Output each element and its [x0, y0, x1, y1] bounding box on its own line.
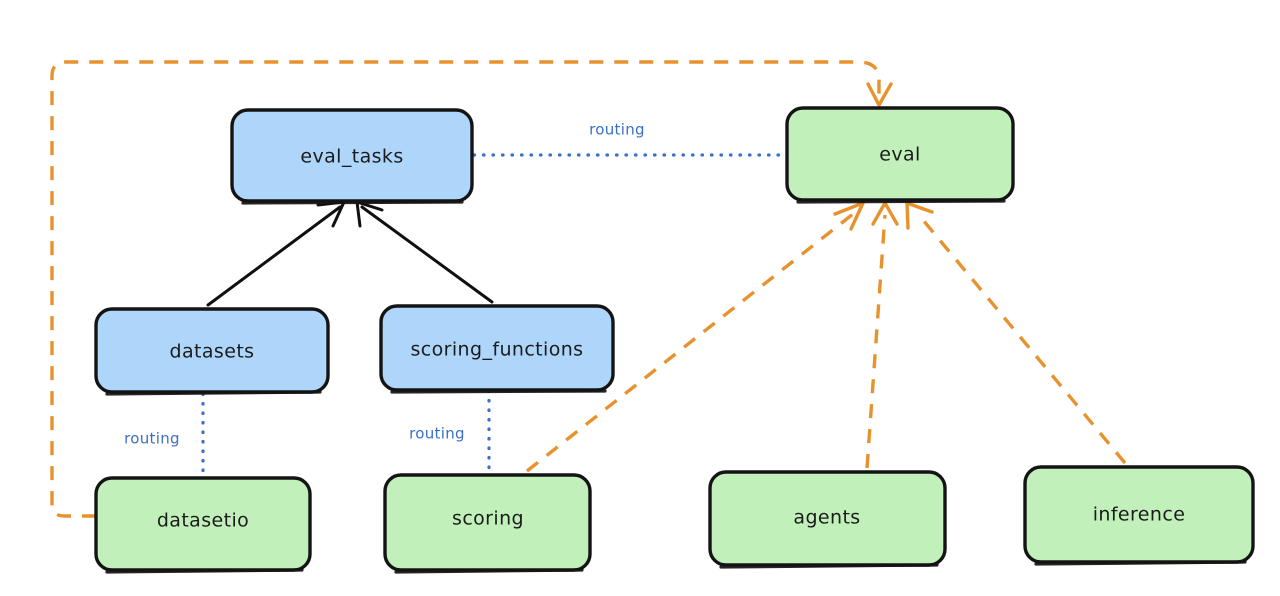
node-eval[interactable]: eval [785, 106, 1015, 204]
node-label-scoring-functions: scoring_functions [411, 339, 584, 361]
node-label-datasetio: datasetio [157, 510, 249, 532]
edge-inference-eval [905, 201, 1127, 465]
edge-scoringfunctions-scoring: routing [409, 389, 491, 476]
node-scoring-functions[interactable]: scoring_functions [379, 304, 615, 394]
node-label-eval-tasks: eval_tasks [300, 146, 403, 168]
node-datasets[interactable]: datasets [94, 307, 330, 396]
edge-layer: routing routing routing [50, 60, 1127, 518]
node-label-inference: inference [1093, 504, 1186, 526]
edge-datasets-datasetio: routing [124, 392, 205, 479]
node-label-scoring: scoring [452, 508, 524, 530]
edge-label-routing-scoring: routing [409, 425, 465, 443]
edge-agents-eval [865, 201, 899, 469]
node-label-agents: agents [793, 507, 860, 529]
node-eval-tasks[interactable]: eval_tasks [230, 108, 474, 205]
node-label-datasets: datasets [170, 341, 255, 363]
node-layer: eval_tasks eval datasets scoring_functio… [94, 106, 1255, 574]
edge-scoringfunctions-evaltasks [355, 200, 494, 304]
node-label-eval: eval [879, 144, 920, 166]
edge-datasets-evaltasks [206, 200, 346, 307]
node-scoring[interactable]: scoring [383, 473, 592, 574]
edge-datasetio-eval [50, 60, 893, 518]
node-agents[interactable]: agents [708, 470, 947, 569]
edge-label-routing-eval: routing [589, 121, 645, 139]
edge-evaltasks-eval: routing [472, 121, 786, 157]
node-inference[interactable]: inference [1023, 465, 1255, 566]
edge-label-routing-datasetio: routing [124, 430, 180, 448]
node-datasetio[interactable]: datasetio [94, 476, 312, 574]
